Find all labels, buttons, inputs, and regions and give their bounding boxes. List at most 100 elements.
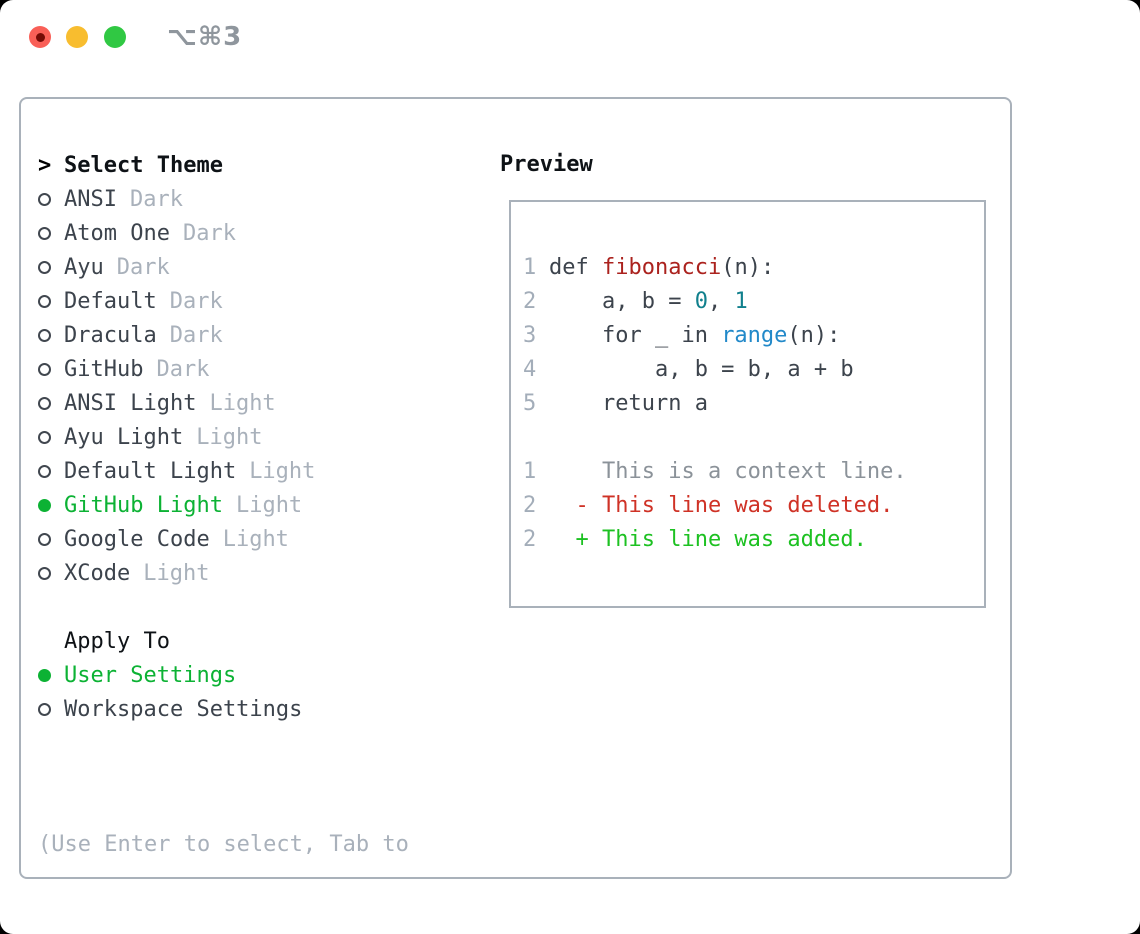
theme-variant: Light <box>235 492 303 518</box>
preview-line: 2 - This line was deleted. <box>523 489 974 523</box>
preview-line: 3 for _ in range(n): <box>523 319 974 353</box>
theme-option[interactable]: Default Dark <box>38 284 478 318</box>
radio-circle <box>38 362 51 376</box>
radio-circle <box>38 260 51 274</box>
theme-variant: Dark <box>169 288 223 314</box>
minimize-button[interactable] <box>66 26 88 48</box>
zoom-button[interactable] <box>104 26 126 48</box>
code-token: , <box>707 289 735 314</box>
preview-line: 5 return a <box>523 387 974 421</box>
radio-icon <box>38 396 64 410</box>
theme-variant: Dark <box>169 322 223 348</box>
preview-line: 2 + This line was added. <box>523 523 974 557</box>
selected-radio-icon <box>38 498 64 512</box>
line-number: 5 <box>523 391 537 416</box>
radio-icon <box>38 260 64 274</box>
apply-option-label: User Settings <box>64 662 237 688</box>
hint-line-2: change focus) <box>38 930 478 934</box>
line-number <box>523 421 549 455</box>
theme-option[interactable]: GitHub Light Light <box>38 488 478 522</box>
code-token: fibonacci <box>601 255 722 280</box>
theme-variant: Dark <box>156 356 210 382</box>
line-number: 1 <box>523 255 537 280</box>
apply-to-label: Apply To <box>64 628 170 654</box>
apply-option[interactable]: Workspace Settings <box>38 692 478 726</box>
apply-to-header: Apply To <box>38 624 478 658</box>
theme-option[interactable]: Atom One Dark <box>38 216 478 250</box>
code-token: - This line was deleted. <box>549 493 894 518</box>
theme-option[interactable]: ANSI Dark <box>38 182 478 216</box>
preview-header: Preview <box>500 152 593 177</box>
theme-name: Atom One <box>64 220 170 246</box>
radio-circle <box>38 566 51 580</box>
code-token: range <box>721 323 788 348</box>
radio-icon <box>38 464 64 478</box>
code-token: return a <box>549 391 708 416</box>
line-number: 2 <box>523 289 537 314</box>
theme-option[interactable]: Dracula Dark <box>38 318 478 352</box>
theme-name: Ayu <box>64 254 104 280</box>
radio-circle <box>38 668 51 682</box>
spacer <box>38 590 478 624</box>
code-token: 0 <box>694 289 708 314</box>
line-number: 3 <box>523 323 537 348</box>
radio-circle <box>38 498 51 512</box>
radio-circle <box>38 430 51 444</box>
code-token: a, b = b, a + b <box>549 357 854 382</box>
selected-radio-icon <box>38 668 64 682</box>
theme-variant: Dark <box>129 186 183 212</box>
close-button[interactable] <box>29 26 51 48</box>
radio-icon <box>38 226 64 240</box>
theme-name: GitHub Light <box>64 492 223 518</box>
line-number: 2 <box>523 527 537 552</box>
theme-option[interactable]: GitHub Dark <box>38 352 478 386</box>
theme-name: ANSI <box>64 186 117 212</box>
code-token: for _ in <box>549 323 722 348</box>
radio-circle <box>38 192 51 206</box>
preview-line: 2 a, b = 0, 1 <box>523 285 974 319</box>
spacer <box>38 726 478 760</box>
radio-icon <box>38 430 64 444</box>
line-number: 4 <box>523 357 537 382</box>
theme-variant: Light <box>222 526 289 552</box>
theme-variant: Light <box>209 390 276 416</box>
theme-name: Default Light <box>64 458 237 484</box>
code-token: def <box>549 255 602 280</box>
radio-icon <box>38 532 64 546</box>
select-theme-label: Select Theme <box>64 152 223 178</box>
code-token: 1 <box>734 289 748 314</box>
theme-name: Default <box>64 288 157 314</box>
radio-icon <box>38 294 64 308</box>
theme-name: Dracula <box>64 322 157 348</box>
window-title: ⌥⌘3 <box>167 22 243 52</box>
radio-icon <box>38 362 64 376</box>
code-token: + This line was added. <box>549 527 867 552</box>
radio-icon <box>38 328 64 342</box>
radio-circle <box>38 294 51 308</box>
radio-icon <box>38 566 64 580</box>
line-number: 1 <box>523 459 537 484</box>
line-number: 2 <box>523 493 537 518</box>
theme-variant: Dark <box>182 220 236 246</box>
theme-variant: Light <box>143 560 210 586</box>
preview-line: 4 a, b = b, a + b <box>523 353 974 387</box>
apply-option-label: Workspace Settings <box>64 696 303 722</box>
radio-circle <box>38 464 51 478</box>
apply-option[interactable]: User Settings <box>38 658 478 692</box>
code-token: This is a context line. <box>549 459 907 484</box>
close-dot-icon <box>35 32 45 42</box>
theme-name: GitHub <box>64 356 144 382</box>
keyboard-hint: (Use Enter to select, Tab to change focu… <box>38 760 478 934</box>
